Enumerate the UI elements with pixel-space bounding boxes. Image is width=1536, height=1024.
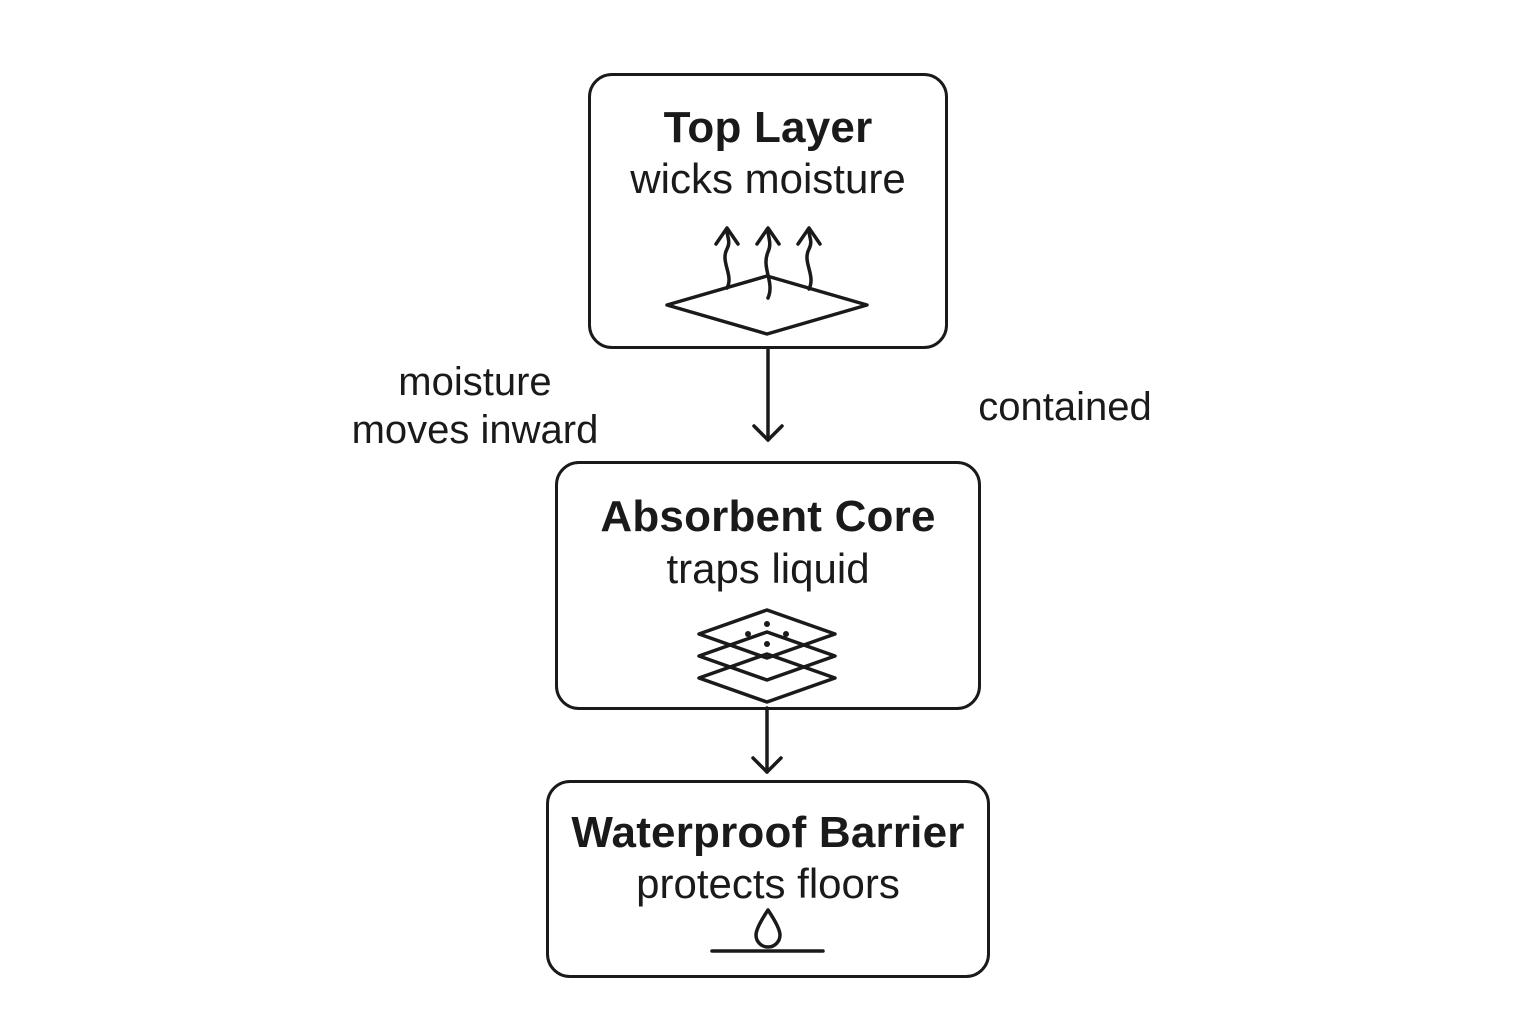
edge-label-line: moves inward: [351, 408, 599, 452]
node-absorbent-core: Absorbent Core traps liquid: [555, 461, 981, 710]
edge-label-moisture-inward: moisture moves inward: [330, 358, 620, 454]
node-waterproof-barrier: Waterproof Barrier protects floors: [546, 780, 990, 978]
node-subtitle: wicks moisture: [630, 155, 906, 202]
node-title: Top Layer: [663, 103, 873, 152]
node-title: Absorbent Core: [600, 492, 936, 541]
arrow-core-to-barrier: [751, 706, 783, 774]
edge-label-contained: contained: [978, 385, 1152, 429]
arrow-top-to-core: [752, 348, 784, 442]
node-top-layer: Top Layer wicks moisture: [588, 73, 948, 349]
edge-label-line: moisture: [398, 360, 552, 404]
node-subtitle: traps liquid: [666, 545, 870, 592]
node-title: Waterproof Barrier: [571, 808, 965, 857]
node-subtitle: protects floors: [636, 860, 900, 907]
